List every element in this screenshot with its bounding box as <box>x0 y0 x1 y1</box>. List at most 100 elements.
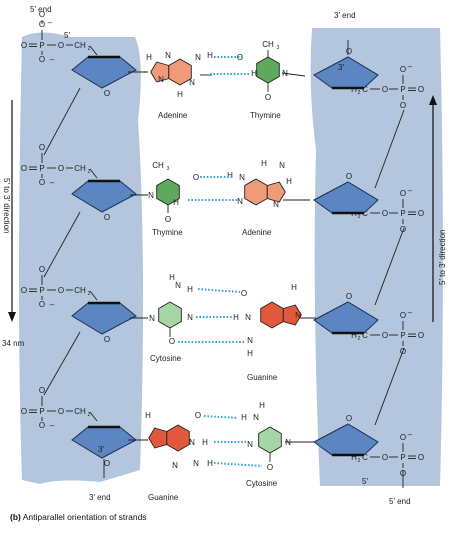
sugar-oxygen: O <box>346 47 352 56</box>
phosphorus: P <box>39 164 44 173</box>
left-sugar-1: O <box>71 55 137 98</box>
phosphate-oxygen: O <box>58 41 64 50</box>
atom-o: O <box>241 289 247 298</box>
right-sugar-1: O <box>313 47 379 90</box>
atom-h: H <box>291 283 297 292</box>
left-sugar-2: O <box>71 179 137 222</box>
phosphate-oxygen: O <box>39 300 45 309</box>
atom-n: N <box>247 440 253 449</box>
right-top-end: 3′ end <box>334 11 356 20</box>
phosphate-oxygen: O <box>39 55 45 64</box>
phosphate-oxygen: O <box>21 41 27 50</box>
atom-n: N <box>172 461 178 470</box>
atom-n: N <box>295 311 301 320</box>
atom-n: N <box>253 413 259 422</box>
phosphate-oxygen: O <box>39 421 45 430</box>
atom-h: H <box>173 198 179 207</box>
carbon: C <box>362 331 368 340</box>
atom-o: O <box>195 411 201 420</box>
atom-n: N <box>237 197 243 206</box>
bond <box>89 45 98 56</box>
phosphate-oxygen: O <box>39 386 45 395</box>
left-sugar-4: O <box>71 425 137 468</box>
carbon: C <box>362 453 368 462</box>
sugar-oxygen: O <box>104 89 110 98</box>
phosphate-oxygen: O <box>21 407 27 416</box>
right-arrowhead <box>429 95 437 105</box>
h2c-group: H <box>351 453 357 462</box>
atom-h: H <box>177 90 183 99</box>
atom-h: H <box>207 459 213 468</box>
charge: – <box>50 178 55 187</box>
phosphorus: P <box>400 209 405 218</box>
sugar-oxygen: O <box>104 213 110 222</box>
ch2-group: CH <box>74 407 86 416</box>
sugar-oxygen: O <box>346 414 352 423</box>
atom-n: N <box>279 161 285 170</box>
phosphate-oxygen: O <box>418 453 424 462</box>
bond <box>281 72 306 77</box>
pair-1-left-name: Adenine <box>158 111 188 120</box>
left-backbone-band <box>19 32 144 484</box>
sugar-oxygen: O <box>346 292 352 301</box>
bond <box>89 411 98 422</box>
charge: – <box>50 55 55 64</box>
phosphate-oxygen: O <box>400 311 406 320</box>
figure-caption: (b) Antiparallel orientation of strands <box>10 512 147 522</box>
phosphate-oxygen: O <box>39 265 45 274</box>
phosphate-oxygen: O <box>21 164 27 173</box>
phosphate-oxygen: O <box>39 20 45 29</box>
phosphorus: P <box>39 407 44 416</box>
pair-4-left-name: Guanine <box>148 493 179 502</box>
phosphate-oxygen: O <box>21 286 27 295</box>
phosphate-oxygen: O <box>400 65 406 74</box>
atom-n: N <box>175 281 181 290</box>
phosphate-oxygen: O <box>400 433 406 442</box>
atom-o: O <box>169 337 175 346</box>
right-sugar-4: O <box>313 414 379 457</box>
atom-h: H <box>241 413 247 422</box>
charge: – <box>408 186 413 195</box>
subscript: 2 <box>358 214 361 220</box>
phosphate-oxygen: O <box>39 10 45 19</box>
hydrogen-bond <box>203 415 239 419</box>
atom-n: N <box>193 459 199 468</box>
atom-h: H <box>259 401 265 410</box>
bond <box>89 290 98 301</box>
right-backbone-band <box>310 28 443 486</box>
left-arrowhead <box>8 312 16 322</box>
caption-text: Antiparallel orientation of strands <box>22 512 147 522</box>
phosphate-oxygen: O <box>400 347 406 356</box>
carbon: C <box>362 85 368 94</box>
sugar-oxygen: O <box>346 172 352 181</box>
atom-n: N <box>285 438 291 447</box>
atom-h: H <box>145 411 151 420</box>
phosphate-oxygen: O <box>400 101 406 110</box>
left-prime-5: 5′ <box>64 31 70 40</box>
phosphate-oxygen: O <box>39 178 45 187</box>
phosphorus: P <box>39 286 44 295</box>
phosphate-oxygen: O <box>58 407 64 416</box>
left-prime-3: 3′ <box>98 445 104 454</box>
subscript: 2 <box>358 336 361 342</box>
hydrogen-bond <box>197 288 241 293</box>
ch2-group: CH <box>74 41 86 50</box>
hydrogen-bond <box>213 462 263 467</box>
atom-n: N <box>273 200 279 209</box>
phosphate-oxygen: O <box>382 453 388 462</box>
ch3-group: CH <box>262 40 274 49</box>
atom-h: H <box>202 438 208 447</box>
phosphate-oxygen: O <box>400 469 406 478</box>
